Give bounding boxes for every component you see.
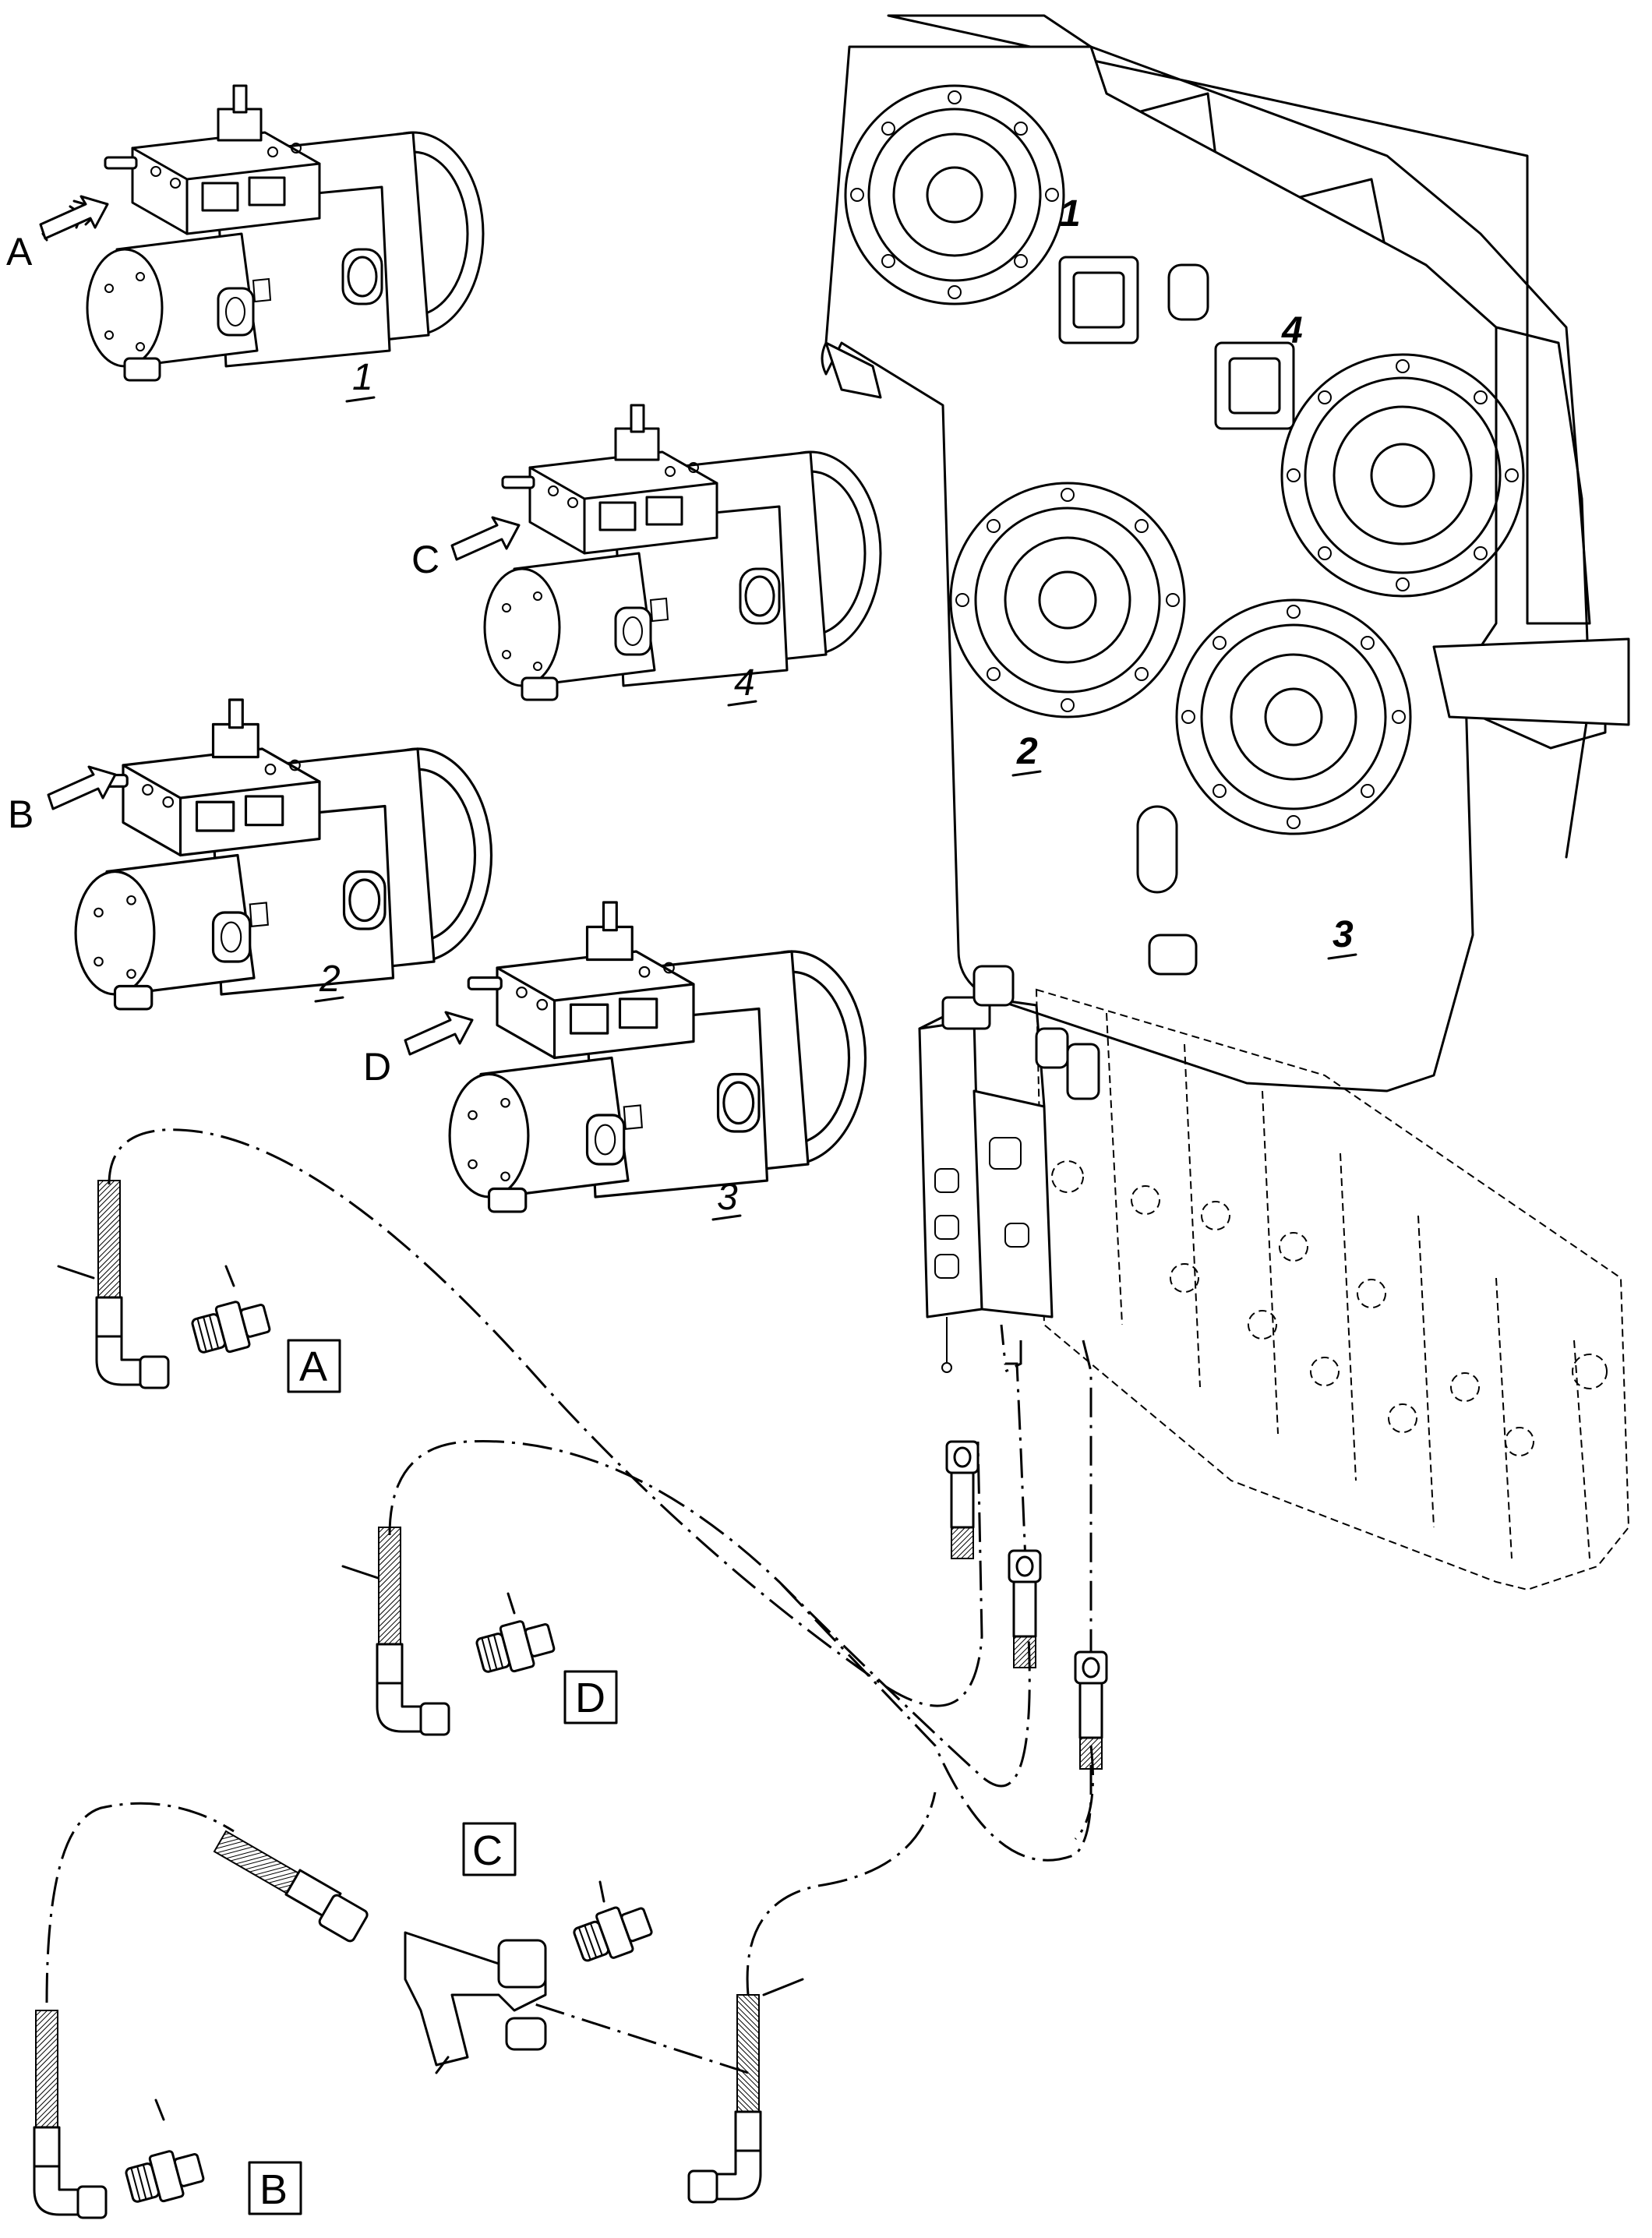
part-number-3: 3 [717,1177,738,1218]
hose-detail-b: B [33,2009,302,2219]
view-label-d: D [363,1045,391,1089]
detail-label-c: C [472,1827,503,1874]
control-valve-bank [918,965,1630,1591]
detail-label-b: B [259,2166,288,2213]
part-number-1: 1 [352,357,373,398]
hose-detail-a: A [57,1179,341,1393]
detail-label-a: A [299,1343,327,1390]
detail-label-d: D [575,1675,605,1721]
gearbox-port-1: 1 [1060,193,1081,235]
pump-assembly-c: C 4 [411,404,882,707]
gearbox-port-3: 3 [1333,914,1354,955]
valve-bank-hoses [687,1440,1108,2204]
pump-drive-gearbox: 1 4 2 3 [821,14,1630,1093]
view-label-c: C [411,538,439,581]
hose-detail-c: C [213,1822,657,2074]
view-label-b: B [8,792,34,836]
hose-detail-d: D [341,1526,618,1736]
pump-assembly-a: A 1 [6,84,485,403]
gearbox-port-4: 4 [1281,310,1303,351]
part-number-4: 4 [734,662,755,704]
view-label-a: A [6,230,33,274]
pump-assembly-b: B 2 [8,698,493,1011]
gearbox-port-2: 2 [1016,731,1038,772]
pump-assembly-d: D 3 [363,901,867,1221]
part-number-2: 2 [319,958,341,1000]
hose-routing [45,1128,1094,2074]
